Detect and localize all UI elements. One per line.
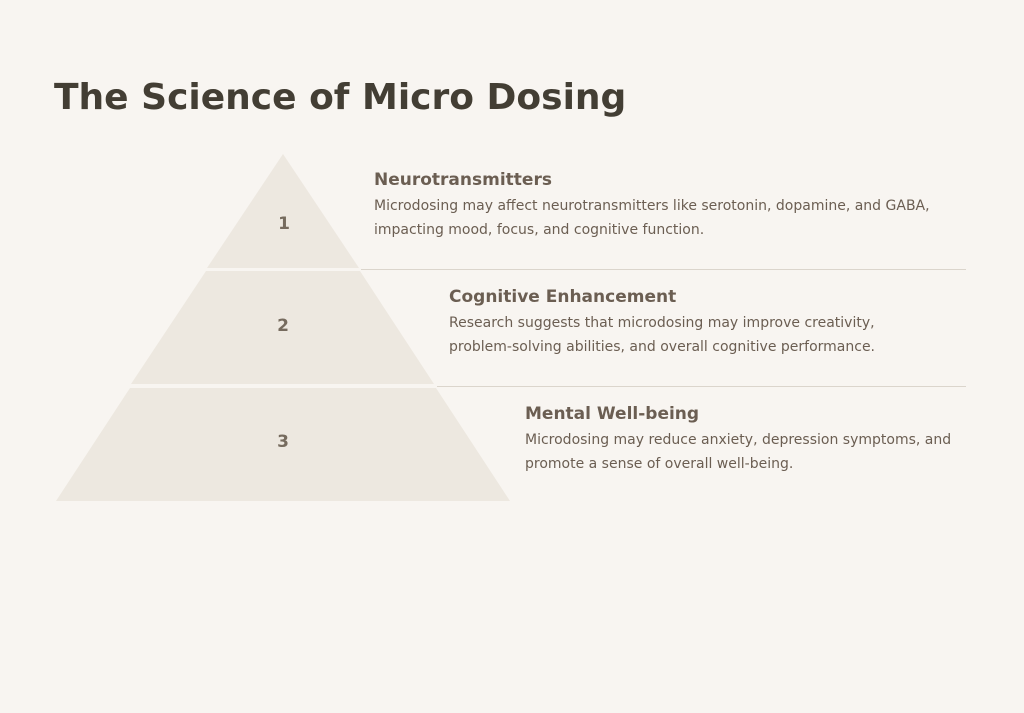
tier-2-heading: Cognitive Enhancement bbox=[449, 287, 677, 307]
tier-3-number: 3 bbox=[277, 432, 289, 452]
page-title: The Science of Micro Dosing bbox=[54, 77, 627, 118]
divider-1 bbox=[361, 269, 966, 270]
tier-2-number: 2 bbox=[277, 316, 289, 336]
tier-1-number: 1 bbox=[278, 214, 290, 234]
tier-1-heading: Neurotransmitters bbox=[374, 170, 552, 190]
pyramid-tier-2 bbox=[131, 271, 434, 384]
tier-2-text: Cognitive Enhancement Research suggests … bbox=[449, 285, 939, 359]
pyramid-tier-1 bbox=[207, 154, 359, 268]
tier-2-description: Research suggests that microdosing may i… bbox=[449, 315, 876, 355]
pyramid-tier-3 bbox=[56, 388, 510, 501]
tier-3-heading: Mental Well-being bbox=[525, 404, 700, 424]
tier-3-text: Mental Well-being Microdosing may reduce… bbox=[525, 402, 965, 476]
tier-1-description: Microdosing may affect neurotransmitters… bbox=[374, 198, 930, 238]
tier-3-description: Microdosing may reduce anxiety, depressi… bbox=[525, 432, 952, 472]
tier-1-text: Neurotransmitters Microdosing may affect… bbox=[374, 168, 934, 242]
divider-2 bbox=[437, 386, 966, 387]
